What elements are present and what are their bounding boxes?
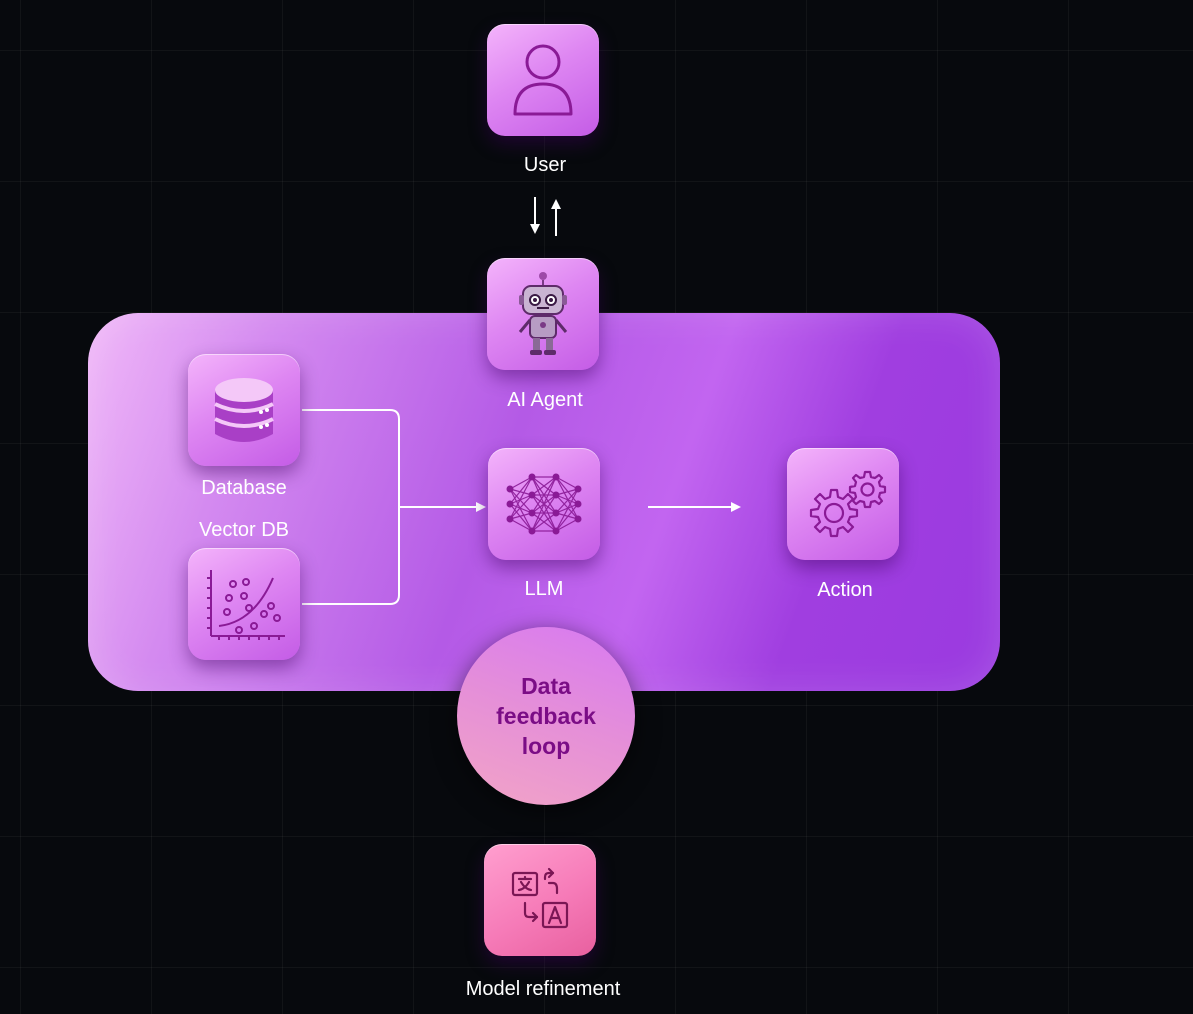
translate-icon <box>511 867 569 929</box>
feedback-loop-line-2: feedback <box>496 703 596 729</box>
model-refinement-label: Model refinement <box>465 978 621 1000</box>
action-label: Action <box>817 579 873 601</box>
feedback-loop-text: Data feedback loop <box>476 671 616 761</box>
database-connector <box>302 409 400 605</box>
robot-icon <box>518 272 568 355</box>
user-tile[interactable] <box>487 24 599 136</box>
action-tile[interactable] <box>787 448 899 560</box>
feedback-loop-line-3: loop <box>521 733 571 759</box>
database-tile[interactable] <box>188 354 300 466</box>
database-label: Database <box>201 477 287 499</box>
neural-network-icon <box>506 473 582 535</box>
scatter-plot-icon <box>207 570 285 640</box>
vector-db-label: Vector DB <box>198 519 290 541</box>
user-icon <box>513 44 573 116</box>
ai-agent-tile[interactable] <box>487 258 599 370</box>
ai-agent-label: AI Agent <box>507 389 583 411</box>
model-refinement-tile[interactable] <box>484 844 596 956</box>
feedback-loop-line-1: Data <box>521 673 571 699</box>
llm-tile[interactable] <box>488 448 600 560</box>
database-icon <box>214 378 274 442</box>
user-label: User <box>523 154 567 176</box>
llm-label: LLM <box>524 578 564 600</box>
data-feedback-loop[interactable]: Data feedback loop <box>457 627 635 805</box>
gears-icon <box>809 470 887 538</box>
vector-db-tile[interactable] <box>188 548 300 660</box>
